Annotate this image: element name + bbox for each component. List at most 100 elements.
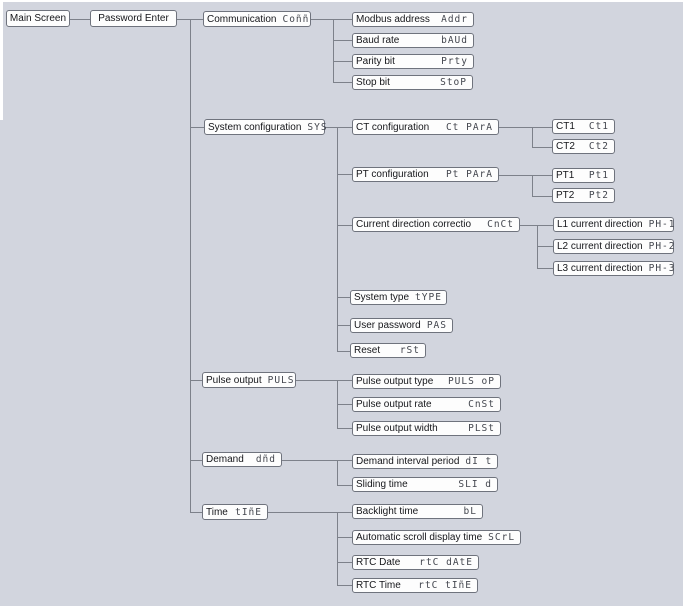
node-segment-code: CnCt — [487, 219, 514, 230]
connector-line-horizontal — [337, 585, 352, 586]
node-segment-code: PH-3 — [648, 263, 676, 274]
node-label: CT2 — [556, 141, 575, 152]
node-label: Current direction correctio — [356, 219, 472, 230]
node-segment-code: Pt1 — [588, 170, 609, 181]
connector-line-vertical — [337, 127, 338, 351]
node-segment-code: bL — [463, 506, 477, 517]
node-segment-code: PULS oP — [447, 376, 495, 387]
node-pt2: PT2 Pt2 — [552, 188, 615, 203]
node-label: Modbus address — [356, 14, 430, 25]
connector-line-horizontal — [337, 351, 350, 352]
node-label: System type — [354, 292, 410, 303]
node-segment-code: Pt2 — [588, 190, 609, 201]
node-communication: Communication Coññ — [203, 11, 311, 27]
node-segment-code: rtC tIñE — [418, 580, 472, 591]
node-segment-code: Ct2 — [588, 141, 609, 152]
connector-line-horizontal — [190, 460, 202, 461]
node-backlight-time: Backlight time bL — [352, 504, 483, 519]
page-edge-left — [0, 0, 3, 120]
node-segment-code: SLI d — [458, 479, 492, 490]
node-label: Stop bit — [356, 77, 390, 88]
node-label: RTC Date — [356, 557, 401, 568]
node-label: Automatic scroll display time — [356, 532, 483, 543]
node-label: PT1 — [556, 170, 575, 181]
node-label: Communication — [207, 13, 277, 25]
connector-line-horizontal — [282, 460, 352, 461]
node-password-enter: Password Enter — [90, 10, 177, 27]
connector-line-horizontal — [333, 61, 352, 62]
node-segment-code: rtC dAtE — [419, 557, 473, 568]
connector-line-horizontal — [537, 246, 553, 247]
connector-line-horizontal — [337, 562, 352, 563]
node-l2-current-direction: L2 current direction PH-2 — [553, 239, 676, 254]
node-label: Time — [206, 506, 228, 518]
node-segment-code: tIñE — [235, 506, 262, 518]
connector-line-horizontal — [296, 380, 352, 381]
node-segment-code: Addr — [441, 14, 468, 25]
node-segment-code: Ct PArA — [445, 121, 493, 133]
connector-line-horizontal — [70, 19, 90, 20]
node-label: Reset — [354, 345, 381, 356]
connector-line-horizontal — [337, 428, 352, 429]
node-segment-code: Pt PArA — [445, 169, 493, 180]
node-label: L1 current direction — [557, 219, 643, 230]
connector-line-horizontal — [268, 512, 352, 513]
connector-line-horizontal — [337, 537, 352, 538]
connector-line-horizontal — [337, 485, 352, 486]
node-l1-current-direction: L1 current direction PH-1 — [553, 217, 676, 232]
node-segment-code: Coññ — [282, 13, 310, 25]
connector-line-horizontal — [520, 225, 553, 226]
node-label: System configuration — [208, 121, 302, 133]
node-label: L3 current direction — [557, 263, 643, 274]
node-segment-code: PULS — [267, 374, 295, 386]
node-stop-bit: Stop bit StoP — [352, 75, 473, 90]
node-segment-code: rSt — [399, 345, 420, 356]
connector-line-vertical — [337, 460, 338, 485]
connector-line-horizontal — [190, 380, 202, 381]
node-sliding-time: Sliding time SLI d — [352, 477, 498, 492]
node-segment-code: PH-2 — [648, 241, 676, 252]
connector-line-horizontal — [333, 82, 352, 83]
connector-line-horizontal — [532, 196, 552, 197]
node-pulse-output-type: Pulse output type PULS oP — [352, 374, 501, 389]
node-reset: Reset rSt — [350, 343, 426, 358]
connector-line-vertical — [190, 19, 191, 512]
node-ct1: CT1 Ct1 — [552, 119, 615, 134]
connector-line-vertical — [532, 127, 533, 147]
connector-line-horizontal — [337, 325, 350, 326]
connector-line-horizontal — [337, 297, 350, 298]
node-segment-code: Prty — [441, 56, 468, 67]
node-label: Backlight time — [356, 506, 419, 517]
node-main-screen: Main Screen — [6, 10, 70, 27]
node-label: L2 current direction — [557, 241, 643, 252]
node-label: PT2 — [556, 190, 575, 201]
node-segment-code: StoP — [440, 77, 467, 88]
node-label: Pulse output width — [356, 423, 438, 434]
connector-line-horizontal — [311, 19, 352, 20]
connector-line-horizontal — [532, 147, 552, 148]
node-label: Sliding time — [356, 479, 408, 490]
node-label: CT1 — [556, 121, 575, 132]
node-segment-code: dñd — [255, 454, 276, 465]
connector-line-horizontal — [190, 127, 204, 128]
connector-line-horizontal — [190, 512, 202, 513]
node-segment-code: PAS — [426, 320, 447, 331]
node-segment-code: PH-1 — [648, 219, 676, 230]
connector-line-horizontal — [499, 175, 552, 176]
node-segment-code: CnSt — [468, 399, 495, 410]
node-label: Parity bit — [356, 56, 395, 67]
node-segment-code: PLSt — [468, 423, 495, 434]
node-segment-code: SCrL — [488, 532, 516, 543]
connector-line-horizontal — [499, 127, 552, 128]
node-segment-code: Ct1 — [588, 121, 609, 132]
node-label: Pulse output type — [356, 376, 434, 387]
